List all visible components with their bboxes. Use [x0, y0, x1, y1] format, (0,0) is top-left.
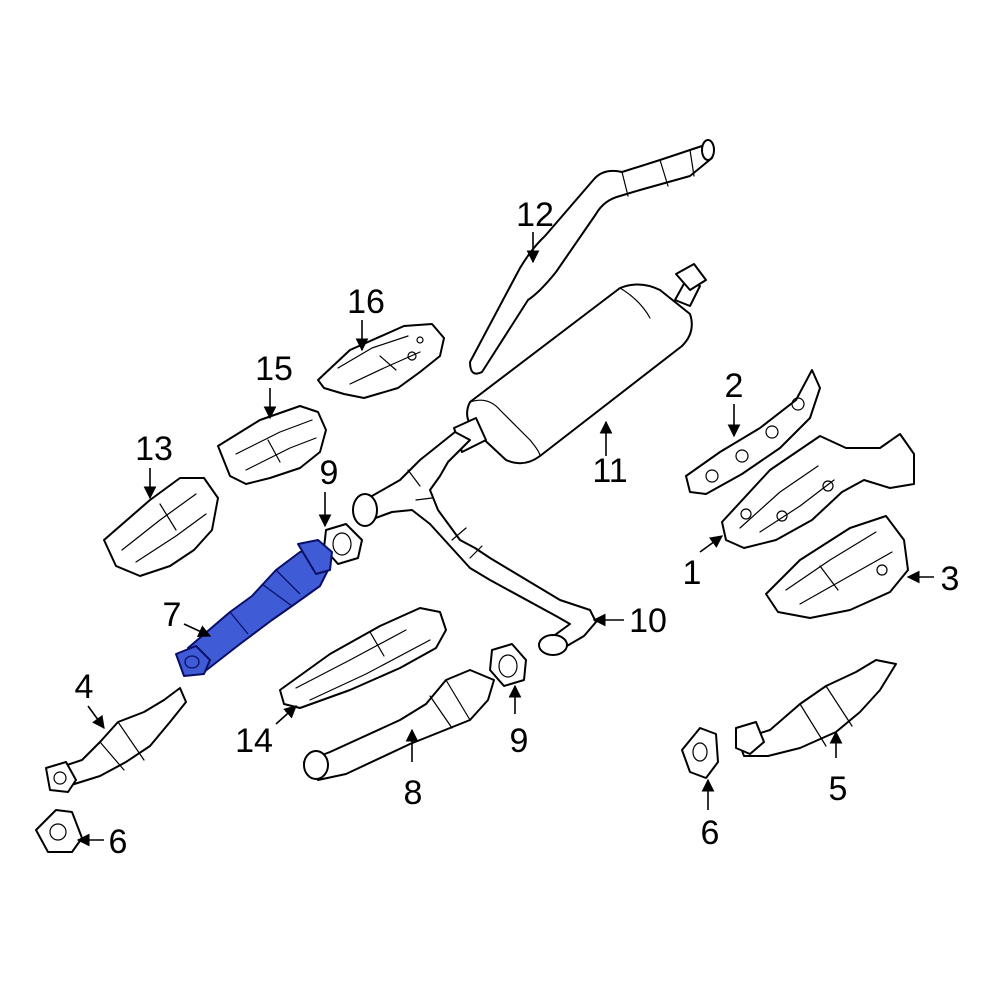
callout-4: 4	[75, 668, 94, 706]
part-11-muffler[interactable]	[453, 263, 707, 465]
callout-13: 13	[135, 430, 173, 468]
leader-1	[699, 535, 724, 553]
leader-7	[183, 623, 212, 637]
callout-14: 14	[235, 722, 273, 760]
callout-16: 16	[347, 283, 385, 321]
part-2-manifold-gasket[interactable]	[685, 369, 821, 495]
part-6-gasket-left[interactable]	[35, 809, 83, 853]
part-6-gasket-right[interactable]	[681, 727, 719, 779]
leader-14	[275, 705, 297, 725]
callout-9-upper: 9	[320, 454, 339, 492]
callout-7: 7	[163, 596, 182, 634]
callout-9-lower: 9	[510, 722, 529, 760]
part-10-front-pipe[interactable]	[352, 431, 597, 656]
callout-11: 11	[592, 452, 627, 490]
part-4-catalytic-converter[interactable]	[45, 687, 187, 793]
part-5-catalytic-converter[interactable]	[735, 659, 897, 757]
leader-lines	[76, 232, 934, 847]
callout-1: 1	[683, 554, 702, 592]
callout-6-right: 6	[701, 814, 720, 852]
part-3-heat-shield[interactable]	[765, 515, 909, 619]
callout-labels: 12 16 15 13 9 11 2 1 3 10 7 4 14 9 8 6 5…	[75, 196, 960, 861]
part-7-catalytic-pipe-highlighted[interactable]	[175, 539, 333, 677]
callout-12: 12	[516, 196, 554, 234]
callout-15: 15	[255, 350, 293, 388]
part-9-gasket-upper[interactable]	[323, 523, 363, 565]
part-1-exhaust-manifold[interactable]	[721, 433, 915, 549]
part-14-heat-shield[interactable]	[279, 607, 447, 709]
callout-3: 3	[941, 560, 960, 598]
callout-2: 2	[725, 367, 744, 405]
callout-8: 8	[404, 774, 423, 812]
part-8-catalytic-pipe[interactable]	[303, 669, 495, 781]
part-9-gasket-lower[interactable]	[489, 643, 527, 687]
part-15-heat-shield[interactable]	[217, 405, 327, 485]
part-12-tail-pipe[interactable]	[469, 139, 715, 375]
callout-6-left: 6	[109, 823, 128, 861]
part-16-heat-shield[interactable]	[317, 323, 445, 399]
callout-5: 5	[829, 770, 848, 808]
part-13-heat-shield[interactable]	[103, 477, 219, 577]
callout-10: 10	[629, 602, 667, 640]
leader-4	[87, 705, 105, 730]
